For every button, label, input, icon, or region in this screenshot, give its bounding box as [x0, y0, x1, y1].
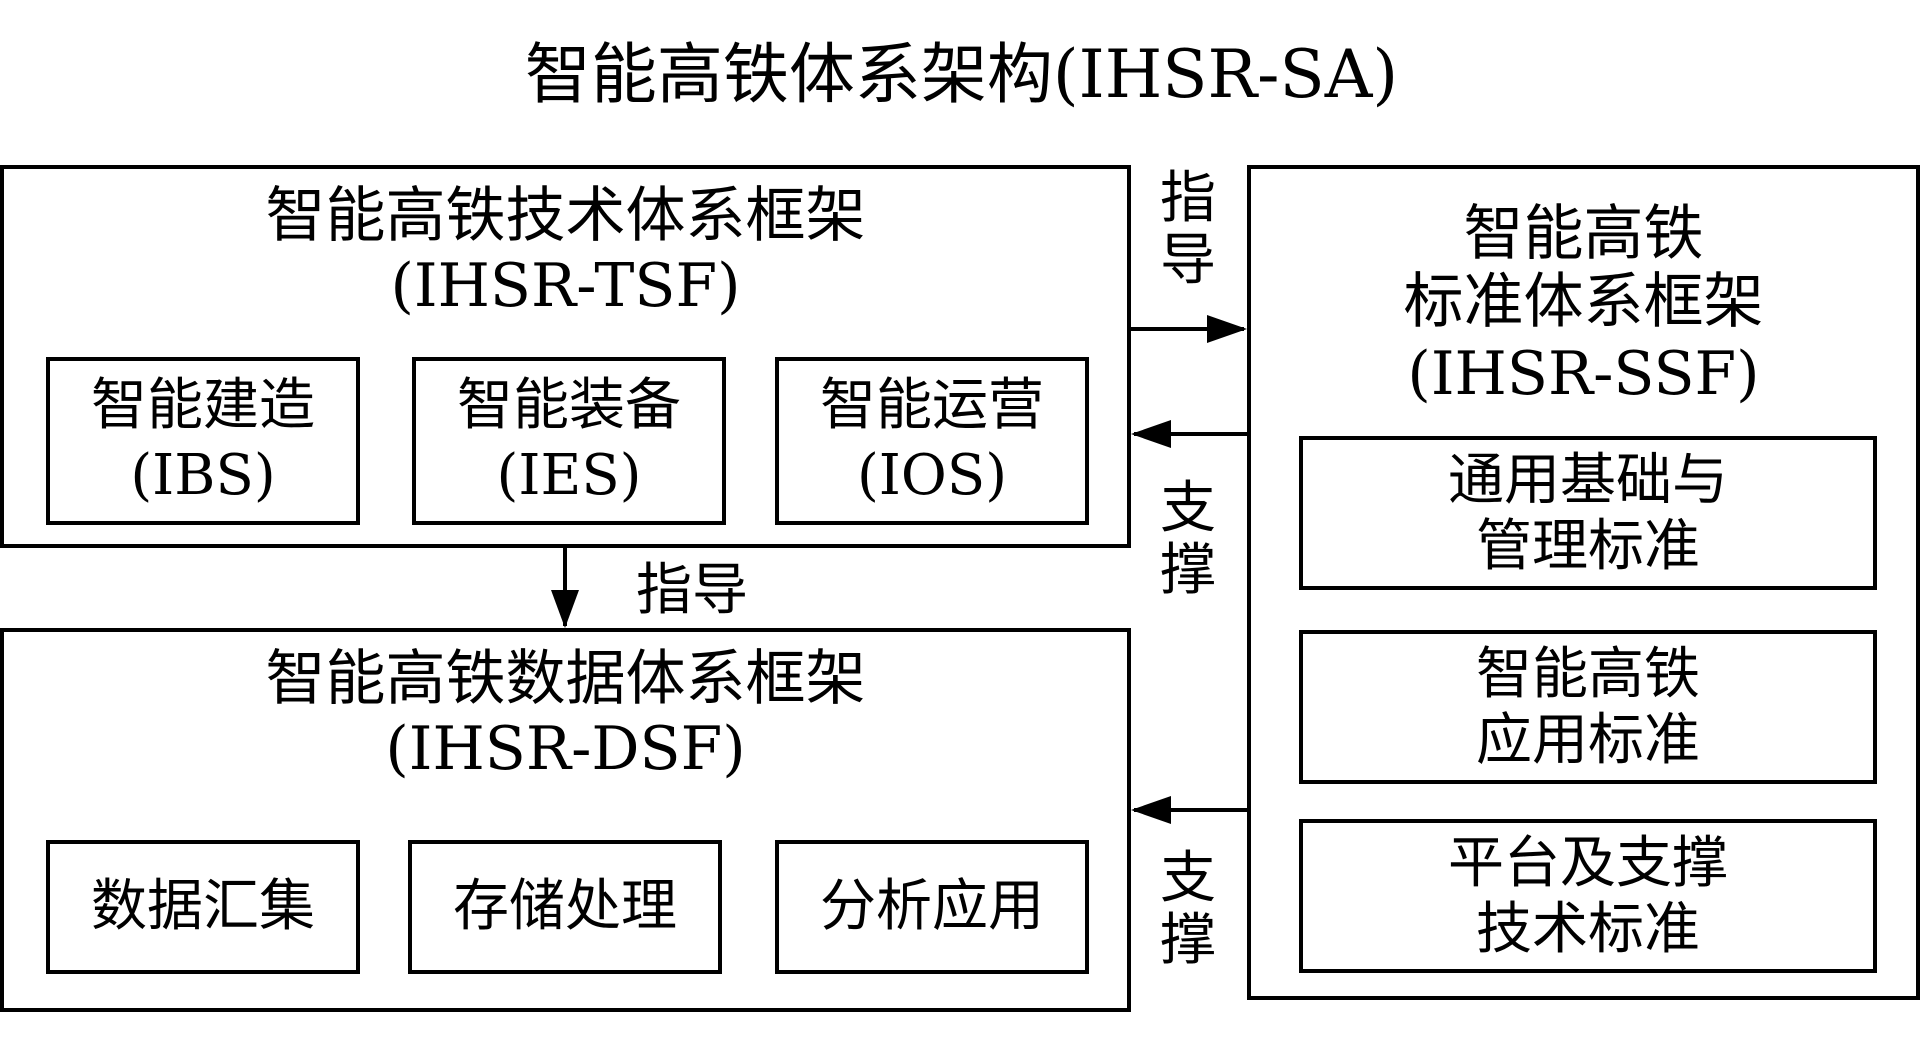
tsf-item-label: 智能装备 — [457, 373, 681, 438]
ssf-abbr: (IHSR-SSF) — [1407, 339, 1760, 409]
ssf-item-line1: 智能高铁 — [1476, 642, 1700, 707]
dsf-title: 智能高铁数据体系框架 — [265, 644, 866, 714]
tsf-item-label: 智能运营 — [820, 373, 1044, 438]
label-guide-top: 指 导 — [1160, 166, 1216, 293]
dsf-item-collect: 数据汇集 — [46, 840, 360, 974]
tsf-item-abbr: (IOS) — [856, 443, 1008, 508]
ssf-item-application: 智能高铁 应用标准 — [1299, 630, 1877, 784]
tsf-item-abbr: (IBS) — [130, 443, 276, 508]
ssf-item-line2: 管理标准 — [1476, 514, 1700, 579]
ssf-title-line1: 智能高铁 — [1463, 199, 1704, 269]
tsf-frame: 智能高铁技术体系框架 (IHSR-TSF) 智能建造 (IBS) 智能装备 (I… — [0, 165, 1131, 548]
dsf-abbr: (IHSR-DSF) — [385, 714, 746, 784]
dsf-item-label: 分析应用 — [820, 874, 1044, 939]
label-support-bottom: 支 撑 — [1160, 846, 1216, 973]
arrowhead-left — [1131, 420, 1171, 448]
tsf-item-ios: 智能运营 (IOS) — [775, 357, 1089, 525]
dsf-item-label: 数据汇集 — [91, 874, 315, 939]
tsf-item-ibs: 智能建造 (IBS) — [46, 357, 360, 525]
dsf-frame: 智能高铁数据体系框架 (IHSR-DSF) 数据汇集 存储处理 分析应用 — [0, 628, 1131, 1012]
tsf-item-abbr: (IES) — [496, 443, 642, 508]
ssf-item-line2: 应用标准 — [1476, 708, 1700, 773]
ssf-title-line2: 标准体系框架 — [1403, 267, 1764, 337]
tsf-item-label: 智能建造 — [91, 373, 315, 438]
arrowhead-down — [551, 590, 579, 628]
ssf-item-line2: 技术标准 — [1476, 897, 1700, 962]
dsf-item-label: 存储处理 — [453, 874, 677, 939]
ssf-frame: 智能高铁 标准体系框架 (IHSR-SSF) 通用基础与 管理标准 智能高铁 应… — [1247, 165, 1920, 1000]
label-support-top: 支 撑 — [1160, 476, 1216, 603]
ssf-item-line1: 通用基础与 — [1448, 448, 1728, 513]
diagram-title: 智能高铁体系架构(IHSR-SA) — [524, 36, 1399, 113]
dsf-item-storage: 存储处理 — [408, 840, 722, 974]
arrowhead-left — [1131, 796, 1171, 824]
ssf-item-line1: 平台及支撑 — [1448, 831, 1728, 896]
ssf-item-platform: 平台及支撑 技术标准 — [1299, 819, 1877, 973]
tsf-item-ies: 智能装备 (IES) — [412, 357, 726, 525]
ssf-item-general: 通用基础与 管理标准 — [1299, 436, 1877, 590]
tsf-title: 智能高铁技术体系框架 — [265, 181, 866, 251]
tsf-abbr: (IHSR-TSF) — [390, 251, 741, 321]
label-guide-mid: 指导 — [636, 558, 748, 623]
arrowhead-right — [1207, 315, 1247, 343]
dsf-item-analysis: 分析应用 — [775, 840, 1089, 974]
